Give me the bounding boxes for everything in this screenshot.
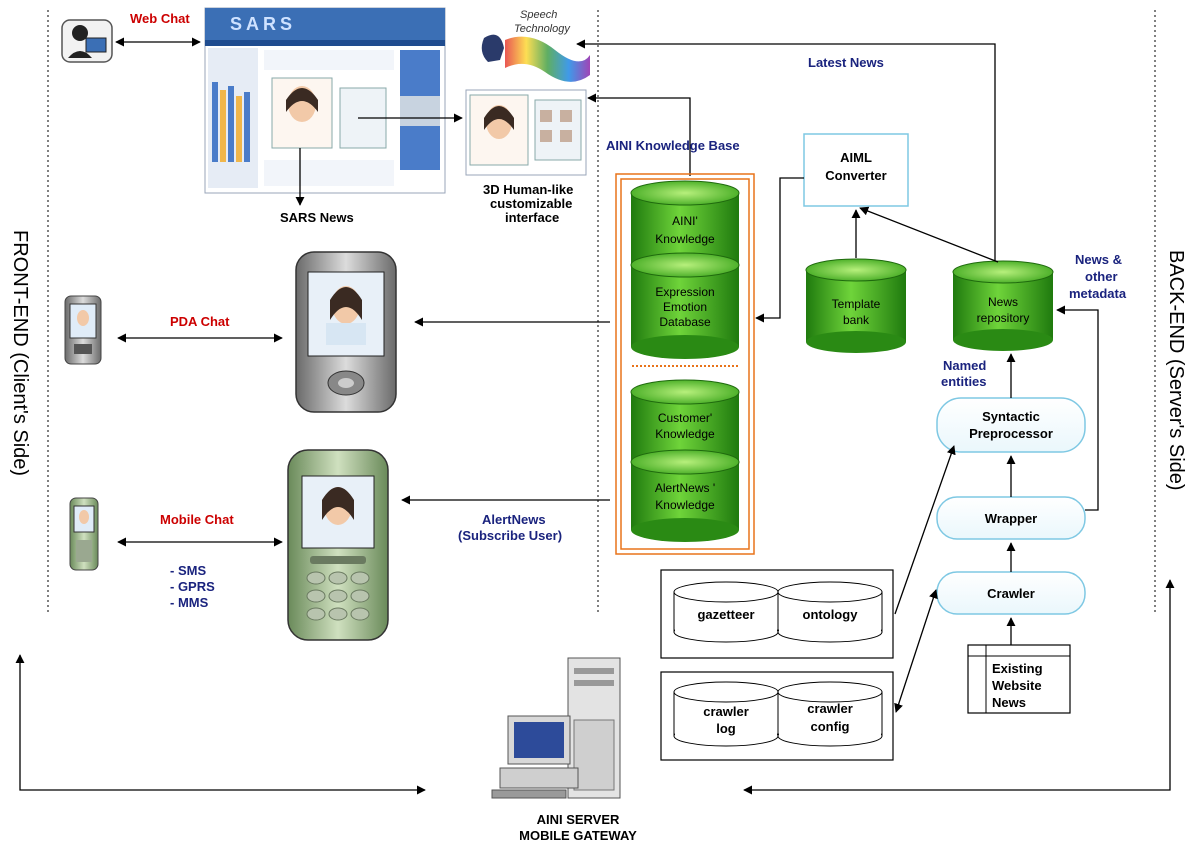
customer-knowledge-label-1: Customer' <box>658 411 712 425</box>
expression-emotion-label-2: Emotion <box>663 300 707 314</box>
mobile-small-icon <box>69 497 99 571</box>
news-repository-db: News repository <box>952 260 1054 351</box>
wrapper-label: Wrapper <box>985 511 1038 526</box>
aini-kb-label: AINI Knowledge Base <box>606 138 740 153</box>
existing-website-news-doc: Existing Website News <box>967 644 1071 714</box>
front-end-to-server-arrow <box>15 654 426 795</box>
crawler-config-label-2: config <box>811 719 850 734</box>
front-end-label: FRONT-END (Client's Side) <box>9 230 31 476</box>
gazetteer-db: gazetteer <box>673 581 779 643</box>
alertnews-knowledge-label-1: AlertNews ' <box>655 481 715 495</box>
customer-knowledge-label-2: Knowledge <box>655 427 715 441</box>
syntactic-label-2: Preprocessor <box>969 426 1053 441</box>
interface-label-1: 3D Human-like <box>483 182 573 197</box>
news-metadata-label-3: metadata <box>1069 286 1127 301</box>
ontology-db: ontology <box>777 581 883 643</box>
crawler-config-db: crawler config <box>777 681 883 747</box>
syntactic-label-1: Syntactic <box>982 409 1040 424</box>
mobile-option-sms: - SMS <box>170 563 206 578</box>
speech-tech-line1: Speech <box>520 9 557 21</box>
news-repository-label-2: repository <box>977 311 1030 325</box>
expression-emotion-label-3: Database <box>659 315 711 329</box>
wrapper-to-repository-arrow <box>1056 305 1099 511</box>
crawler-log-db: crawler log <box>673 681 779 747</box>
aiml-converter-label-1: AIML <box>840 150 872 165</box>
sars-logo: SARS <box>230 14 296 34</box>
syntactic-preprocessor-box <box>936 397 1086 453</box>
back-end-label: BACK-END (Server's Side) <box>1165 250 1187 491</box>
kb-inner-border <box>620 178 750 550</box>
news-metadata-label-2: other <box>1085 269 1118 284</box>
existing-website-label-3: News <box>992 695 1026 710</box>
sars-news-label: SARS News <box>280 210 354 225</box>
crawler-log-label-2: log <box>716 721 736 736</box>
aiml-converter-box <box>803 133 909 207</box>
server-label-2: MOBILE GATEWAY <box>519 828 637 843</box>
server-label-1: AINI SERVER <box>537 812 620 827</box>
mobile-option-mms: - MMS <box>170 595 209 610</box>
named-entities-label-1: Named <box>943 358 986 373</box>
crawler-log-label-1: crawler <box>703 704 749 719</box>
ontology-label: ontology <box>803 607 859 622</box>
crawler-label: Crawler <box>987 586 1035 601</box>
crawler-config-label-1: crawler <box>807 701 853 716</box>
existing-website-label-1: Existing <box>992 661 1043 676</box>
mobile-chat-label: Mobile Chat <box>160 512 234 527</box>
news-metadata-label-1: News & <box>1075 252 1122 267</box>
kb-outer-border <box>615 173 755 555</box>
pda-small-icon <box>64 295 102 365</box>
converter-to-kb-arrow <box>755 177 804 323</box>
mobile-device <box>287 449 389 641</box>
template-bank-db: Template bank <box>805 258 907 353</box>
alert-news-label-2: (Subscribe User) <box>458 528 562 543</box>
kb-to-interface-arrow <box>587 93 691 176</box>
aiml-converter-label-2: Converter <box>825 168 886 183</box>
gazetteer-label: gazetteer <box>697 607 754 622</box>
aini-knowledge-label-1: AINI' <box>672 214 698 228</box>
sars-web-screenshot: SARS <box>204 7 446 194</box>
latest-news-label: Latest News <box>808 55 884 70</box>
template-bank-label-2: bank <box>843 313 870 327</box>
latest-news-arrow <box>576 39 996 268</box>
repository-to-converter-arrow <box>859 206 999 263</box>
expression-emotion-db: Expression Emotion Database <box>630 252 740 359</box>
expression-emotion-label-1: Expression <box>655 285 714 299</box>
alert-news-label-1: AlertNews <box>482 512 546 527</box>
web-user-icon <box>61 19 113 63</box>
crawler-files-arrow <box>894 589 938 713</box>
speech-tech-line2: Technology <box>514 23 571 35</box>
alertnews-knowledge-db: AlertNews ' Knowledge <box>630 449 740 542</box>
aini-knowledge-label-2: Knowledge <box>655 232 715 246</box>
existing-website-label-2: Website <box>992 678 1042 693</box>
aini-server-icon <box>491 657 621 799</box>
speech-technology-graphic <box>481 34 590 82</box>
3d-interface-screenshot <box>465 89 587 176</box>
web-chat-label: Web Chat <box>130 11 190 26</box>
named-entities-label-2: entities <box>941 374 987 389</box>
interface-label-2: customizable <box>490 196 572 211</box>
alertnews-knowledge-label-2: Knowledge <box>655 498 715 512</box>
interface-label-3: interface <box>505 210 559 225</box>
template-bank-label-1: Template <box>832 297 881 311</box>
mobile-option-gprs: - GPRS <box>170 579 215 594</box>
news-repository-label-1: News <box>988 295 1018 309</box>
pda-device <box>295 251 397 413</box>
back-end-to-server-arrow <box>743 579 1175 795</box>
pda-chat-label: PDA Chat <box>170 314 230 329</box>
